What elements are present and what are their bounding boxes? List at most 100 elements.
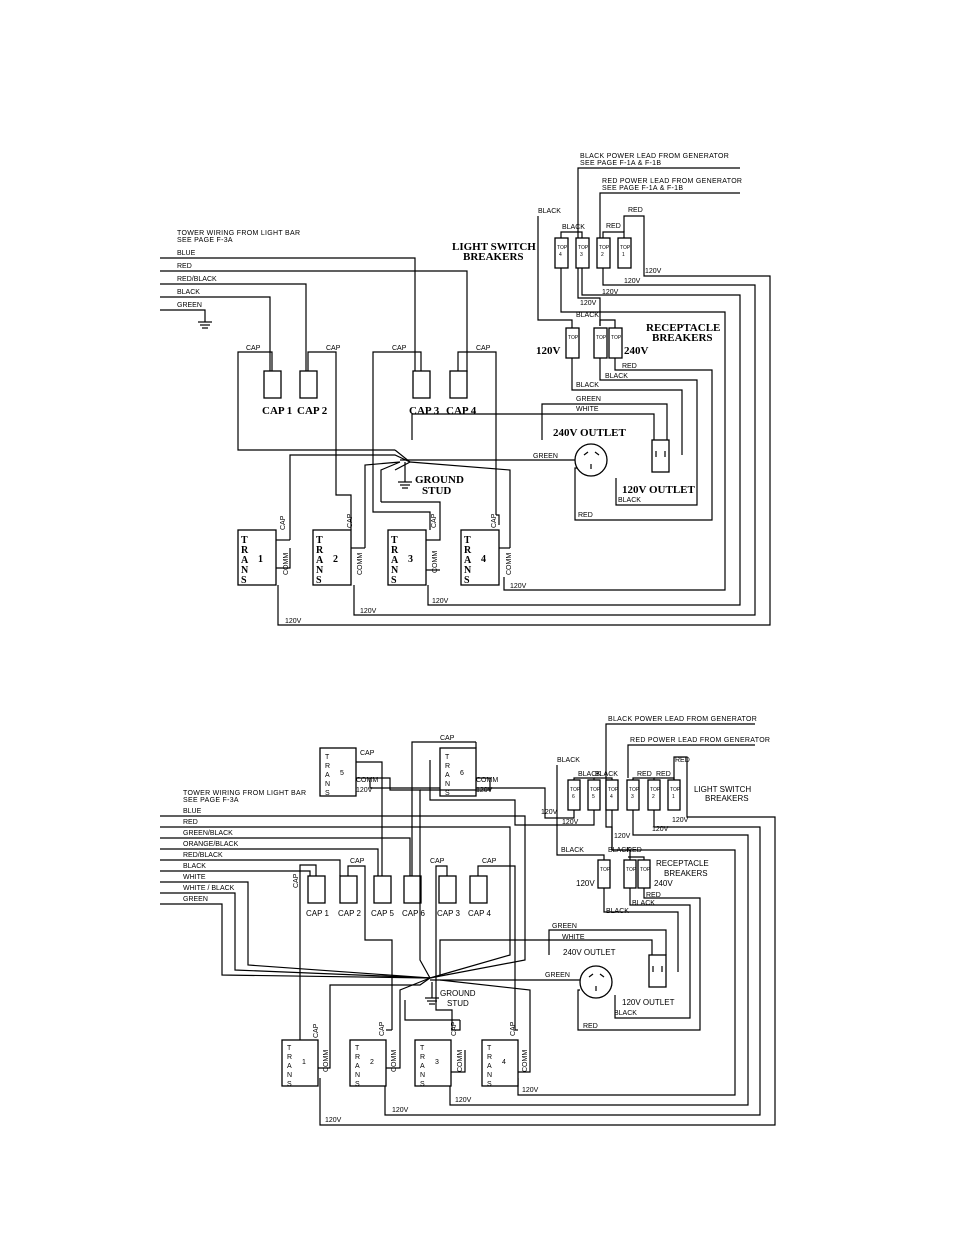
bottom-red-lead-label: RED POWER LEAD FROM GENERATOR: [630, 737, 770, 744]
bottom-wire-blue: [160, 815, 526, 979]
svg-text:N: N: [464, 565, 472, 576]
top-breaker-1-top: TOP: [620, 245, 631, 251]
bottom-trans-3[interactable]: [414, 1039, 452, 1087]
top-receptacle-240v-breaker-a[interactable]: [593, 327, 608, 359]
top-cap-1[interactable]: [263, 370, 282, 399]
svg-text:GREEN: GREEN: [545, 972, 570, 979]
svg-text:CAP 4: CAP 4: [468, 909, 492, 918]
top-wire-red-label: RED: [177, 263, 192, 270]
svg-text:R: R: [464, 545, 472, 556]
bottom-240v-outlet[interactable]: [579, 965, 613, 999]
top-ground-junction: [394, 449, 412, 471]
top-rb-top-2: TOP: [596, 335, 607, 341]
top-t4-120v: 120V: [510, 583, 527, 590]
svg-text:4: 4: [610, 794, 613, 800]
bottom-ground-stud: [425, 982, 439, 1005]
top-receptacle-120v-breaker[interactable]: [565, 327, 580, 359]
top-t1-cap-label: CAP: [280, 515, 287, 530]
bottom-wire-white: [160, 881, 431, 979]
bottom-trans-6-letters: T R A N S 6: [445, 754, 464, 797]
bottom-120v-loop-5: [429, 760, 595, 826]
bottom-light-switch-title: LIGHT SWITCH: [694, 785, 751, 794]
bottom-trans-5[interactable]: [319, 747, 357, 797]
svg-text:CAP: CAP: [430, 858, 445, 865]
svg-text:BLACK: BLACK: [606, 908, 629, 915]
svg-text:R: R: [391, 545, 399, 556]
svg-text:1: 1: [672, 794, 675, 800]
top-240v-outlet[interactable]: [574, 443, 608, 477]
svg-text:4: 4: [502, 1059, 506, 1066]
top-cap-4[interactable]: [449, 370, 468, 399]
svg-text:3: 3: [631, 794, 634, 800]
bottom-receptacle-120v-breaker[interactable]: [597, 859, 611, 889]
svg-text:GREEN/BLACK: GREEN/BLACK: [183, 830, 233, 837]
top-120v-outlet[interactable]: [651, 439, 670, 473]
svg-text:T: T: [325, 754, 330, 761]
bottom-cap-5[interactable]: [373, 875, 392, 904]
svg-text:1: 1: [258, 554, 263, 565]
bottom-t6-comm: [420, 777, 491, 791]
top-receptacle-240v-breaker-b[interactable]: [608, 327, 623, 359]
bottom-cap-1[interactable]: [307, 875, 326, 904]
bottom-trans-6[interactable]: [439, 747, 477, 797]
bottom-cap-3[interactable]: [438, 875, 457, 904]
top-240v-outlet-label: 240V OUTLET: [553, 427, 627, 439]
top-120v-loop-3: [427, 268, 741, 606]
bottom-red-a: RED: [637, 771, 652, 778]
top-cap-2[interactable]: [299, 370, 318, 399]
top-wire-green-label: GREEN: [177, 302, 202, 309]
bottom-ground-label: GROUND: [440, 989, 476, 998]
svg-text:BLACK: BLACK: [614, 1010, 637, 1017]
top-t2-comm-label: COMM: [357, 553, 364, 575]
svg-text:TOP: TOP: [670, 787, 681, 793]
bottom-cap-4[interactable]: [469, 875, 488, 904]
top-trans-4[interactable]: [460, 529, 500, 586]
top-trans-3[interactable]: [387, 529, 427, 586]
svg-text:RED: RED: [627, 847, 642, 854]
svg-text:2: 2: [333, 554, 338, 565]
top-cap-3-label: CAP 3: [409, 405, 440, 417]
bottom-trans-4-letters: T R A N S 4: [487, 1045, 506, 1088]
bottom-receptacle-240v-breaker-b[interactable]: [637, 859, 651, 889]
top-receptacle-title: RECEPTACLE: [646, 322, 720, 334]
svg-text:R: R: [355, 1054, 360, 1061]
bottom-cap-6[interactable]: [403, 875, 422, 904]
bottom-receptacle-240v-breaker-a[interactable]: [623, 859, 637, 889]
top-rb-240v: 240V: [624, 345, 649, 357]
svg-text:120V: 120V: [476, 787, 493, 794]
top-red-to-outlet: [574, 467, 577, 490]
top-trans-1[interactable]: [237, 529, 277, 586]
bottom-trans-4[interactable]: [481, 1039, 519, 1087]
svg-text:A: A: [391, 555, 399, 566]
top-t2-cap-label: CAP: [347, 513, 354, 528]
bottom-black-c: BLACK: [595, 771, 618, 778]
top-black-lead-ref: SEE PAGE F-1A & F-1B: [580, 160, 661, 167]
top-120v-loop-1: [277, 215, 771, 626]
svg-text:CAP: CAP: [313, 1023, 320, 1038]
svg-text:BLUE: BLUE: [183, 808, 202, 815]
svg-text:RED: RED: [583, 1023, 598, 1030]
svg-text:S: S: [487, 1081, 492, 1088]
svg-text:120V: 120V: [652, 826, 669, 833]
svg-text:A: A: [487, 1063, 492, 1070]
top-t1-comm: [276, 548, 291, 569]
top-240v-black-out: [599, 358, 698, 506]
bottom-tower-label: TOWER WIRING FROM LIGHT BAR: [183, 790, 306, 797]
bottom-cap-2[interactable]: [339, 875, 358, 904]
svg-text:TOP: TOP: [626, 867, 637, 873]
svg-text:COMM: COMM: [391, 1050, 398, 1072]
top-trans-3-letters: T R A N S 3: [391, 535, 413, 586]
top-trans-2[interactable]: [312, 529, 352, 586]
svg-text:RED: RED: [183, 819, 198, 826]
bottom-trans-2[interactable]: [349, 1039, 387, 1087]
top-240v-red-out: [574, 358, 713, 521]
top-120v-label-c: 120V: [602, 289, 619, 296]
bottom-120v-outlet[interactable]: [648, 954, 667, 988]
bottom-black-b: BLACK: [578, 771, 601, 778]
bottom-trans-1[interactable]: [281, 1039, 319, 1087]
svg-text:N: N: [391, 565, 399, 576]
top-trans-2-letters: T R A N S 2: [316, 535, 338, 586]
top-cap-3[interactable]: [412, 370, 431, 399]
svg-text:CAP: CAP: [379, 1021, 386, 1036]
